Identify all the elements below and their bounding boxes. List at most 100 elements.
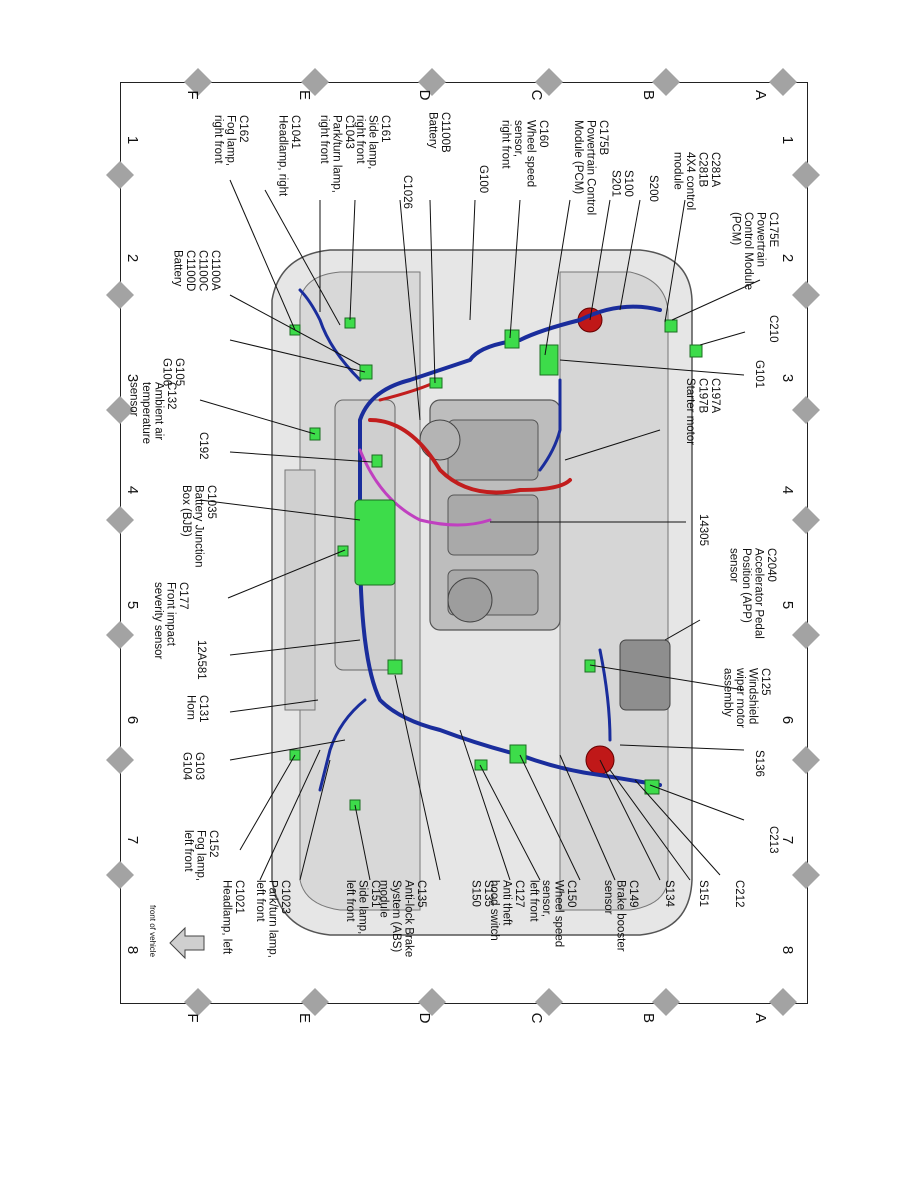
callout-line: C281B (697, 152, 709, 187)
border-diamond (792, 621, 820, 649)
callout-line: Fog lamp, (225, 115, 237, 166)
column-label: 8 (779, 946, 796, 954)
column-label: 1 (124, 136, 141, 144)
callout-line: C1100A (209, 250, 221, 291)
callout-line: Module (PCM) (572, 120, 584, 194)
callout-line: C150 (565, 880, 577, 908)
row-label: E (296, 1013, 313, 1023)
border-diamond (106, 161, 134, 189)
callout-line: C161 (379, 115, 391, 143)
callout-line: left front (528, 880, 540, 922)
callout-line: Side lamp, (357, 880, 369, 934)
callout-c212: C212 (733, 880, 745, 908)
callout-line: C210 (767, 315, 779, 343)
callout-line: S151 (697, 880, 709, 907)
border-diamond (652, 988, 680, 1016)
column-label: 5 (779, 601, 796, 609)
callout-line: G104 (181, 752, 193, 781)
column-label: 5 (124, 601, 141, 609)
callout-line: sensor (128, 382, 140, 417)
row-label: B (640, 90, 657, 100)
border-diamond (106, 861, 134, 889)
front-of-vehicle-label: front of vehicle (148, 905, 157, 958)
callout-line: Ambient air (153, 382, 165, 440)
callout-line: left front (344, 880, 356, 922)
leader-lines (199, 179, 761, 881)
border-diamond (792, 396, 820, 424)
column-label: 1 (779, 136, 796, 144)
callout-line: C212 (733, 880, 745, 908)
border-diamond (301, 68, 329, 96)
callout-line: 12A581 (195, 640, 207, 680)
callout-line: Headlamp, right (277, 115, 289, 197)
callout-line: C162 (237, 115, 249, 143)
callout-line: C151 (369, 880, 381, 908)
callout-line: C1100C (197, 250, 209, 291)
border-diamond (418, 68, 446, 96)
callout-line: sensor, (512, 120, 524, 157)
callout-line: C281A (709, 152, 721, 187)
callout-line: sensor, (540, 880, 552, 917)
row-label: A (752, 90, 769, 100)
callout-line: C1041 (289, 115, 301, 149)
callout-line: Box (BJB) (180, 485, 192, 537)
callout-line: C127 (513, 880, 525, 908)
engine-compartment-illustration (271, 249, 693, 936)
callout-s200: S200 (647, 175, 659, 202)
callout-s136: S136 (753, 750, 765, 777)
callout-line: S135 (482, 880, 494, 907)
border-diamond (652, 68, 680, 96)
border-diamond (106, 746, 134, 774)
callout-line: C131 (197, 695, 209, 723)
callout-line: C132 (165, 382, 177, 410)
callout-line: Battery (172, 250, 184, 287)
callout-line: S201 (610, 170, 622, 197)
callout-line: Wheel speed (525, 120, 537, 187)
callout-line: module (378, 880, 390, 918)
callout-line: temperature (140, 382, 152, 444)
row-label: D (416, 90, 433, 101)
callout-g101: G101 (753, 360, 765, 388)
callout-line: Windshield (747, 668, 759, 724)
callout-line: C1100B (439, 112, 451, 153)
border-diamond (792, 161, 820, 189)
column-label: 4 (779, 486, 796, 494)
callout-c210: C210 (767, 315, 779, 343)
border-diamond (418, 988, 446, 1016)
callout-line: Starter motor (684, 378, 696, 445)
battery-junction-box (354, 499, 396, 586)
callout-line: Park/turn lamp, (267, 880, 279, 958)
callout-line: left front (182, 830, 194, 872)
callout-line: sensor (602, 880, 614, 915)
border-diamond (769, 68, 797, 96)
callout-line: Park/turn lamp, (331, 115, 343, 193)
callout-line: C160 (537, 120, 549, 148)
callout-line: sensor (728, 548, 740, 583)
callout-line: C135 (415, 880, 427, 908)
front-of-vehicle-arrow-icon (169, 926, 205, 960)
callout-line: C1035 (205, 485, 217, 519)
callout-line: Wheel speed (553, 880, 565, 947)
callout-line: 4X4 control (684, 152, 696, 210)
callout-line: C1043 (343, 115, 355, 149)
callout-line: C1021 (233, 880, 245, 914)
callout-s134: S134 (663, 880, 675, 907)
callout-c14305: 14305 (697, 514, 709, 546)
border-diamond (792, 281, 820, 309)
border-diamond (792, 746, 820, 774)
